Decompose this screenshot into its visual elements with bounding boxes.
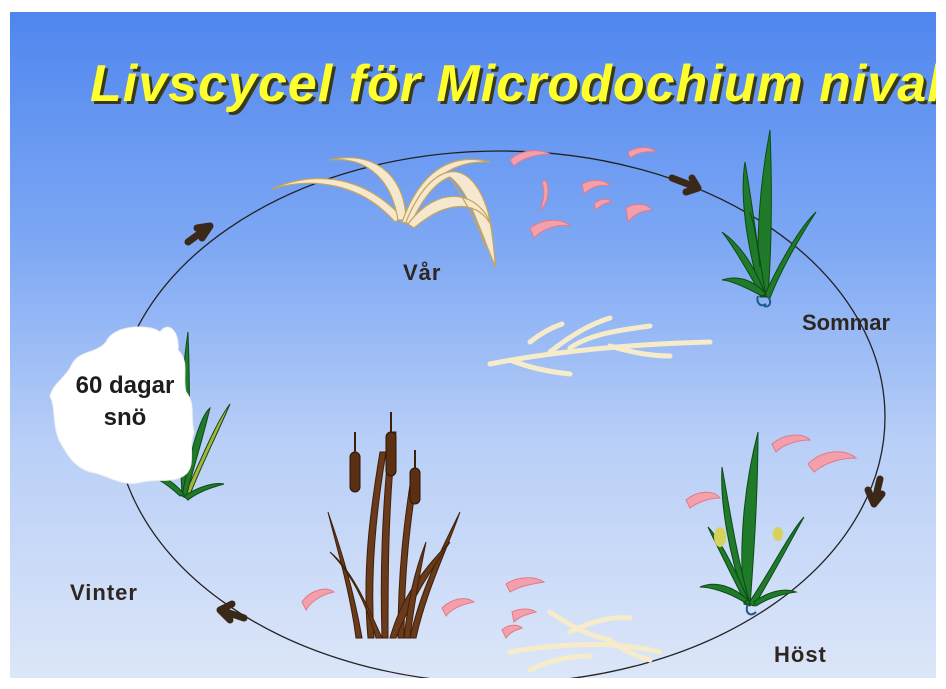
season-label-summer: Sommar <box>802 310 890 336</box>
summer-plant <box>722 130 816 298</box>
arrow-winter <box>220 604 244 620</box>
arrow-autumn <box>868 479 882 504</box>
autumn-plant <box>700 432 804 606</box>
summer-roots <box>757 296 770 306</box>
snow-word-text: snö <box>60 402 190 434</box>
lesion <box>773 527 783 541</box>
mycelium-center <box>490 318 710 374</box>
season-label-winter: Vinter <box>70 580 138 606</box>
spring-plant <box>272 158 496 268</box>
lesion <box>714 527 726 547</box>
snow-days-text: 60 dagar <box>60 370 190 402</box>
spore-cluster-autumn <box>686 435 856 508</box>
snow-label: 60 dagar snö <box>60 370 190 434</box>
slide: Livscycel för Microdochium nivale Vår So… <box>10 12 936 678</box>
spore-cluster-spring <box>510 148 656 239</box>
arrow-summer <box>672 178 698 192</box>
season-label-spring: Vår <box>403 260 441 286</box>
mycelium-bottom <box>510 612 660 670</box>
arrow-spring <box>188 226 210 242</box>
season-label-autumn: Höst <box>774 642 827 668</box>
diagram-title: Livscycel för Microdochium nivale <box>90 54 936 114</box>
